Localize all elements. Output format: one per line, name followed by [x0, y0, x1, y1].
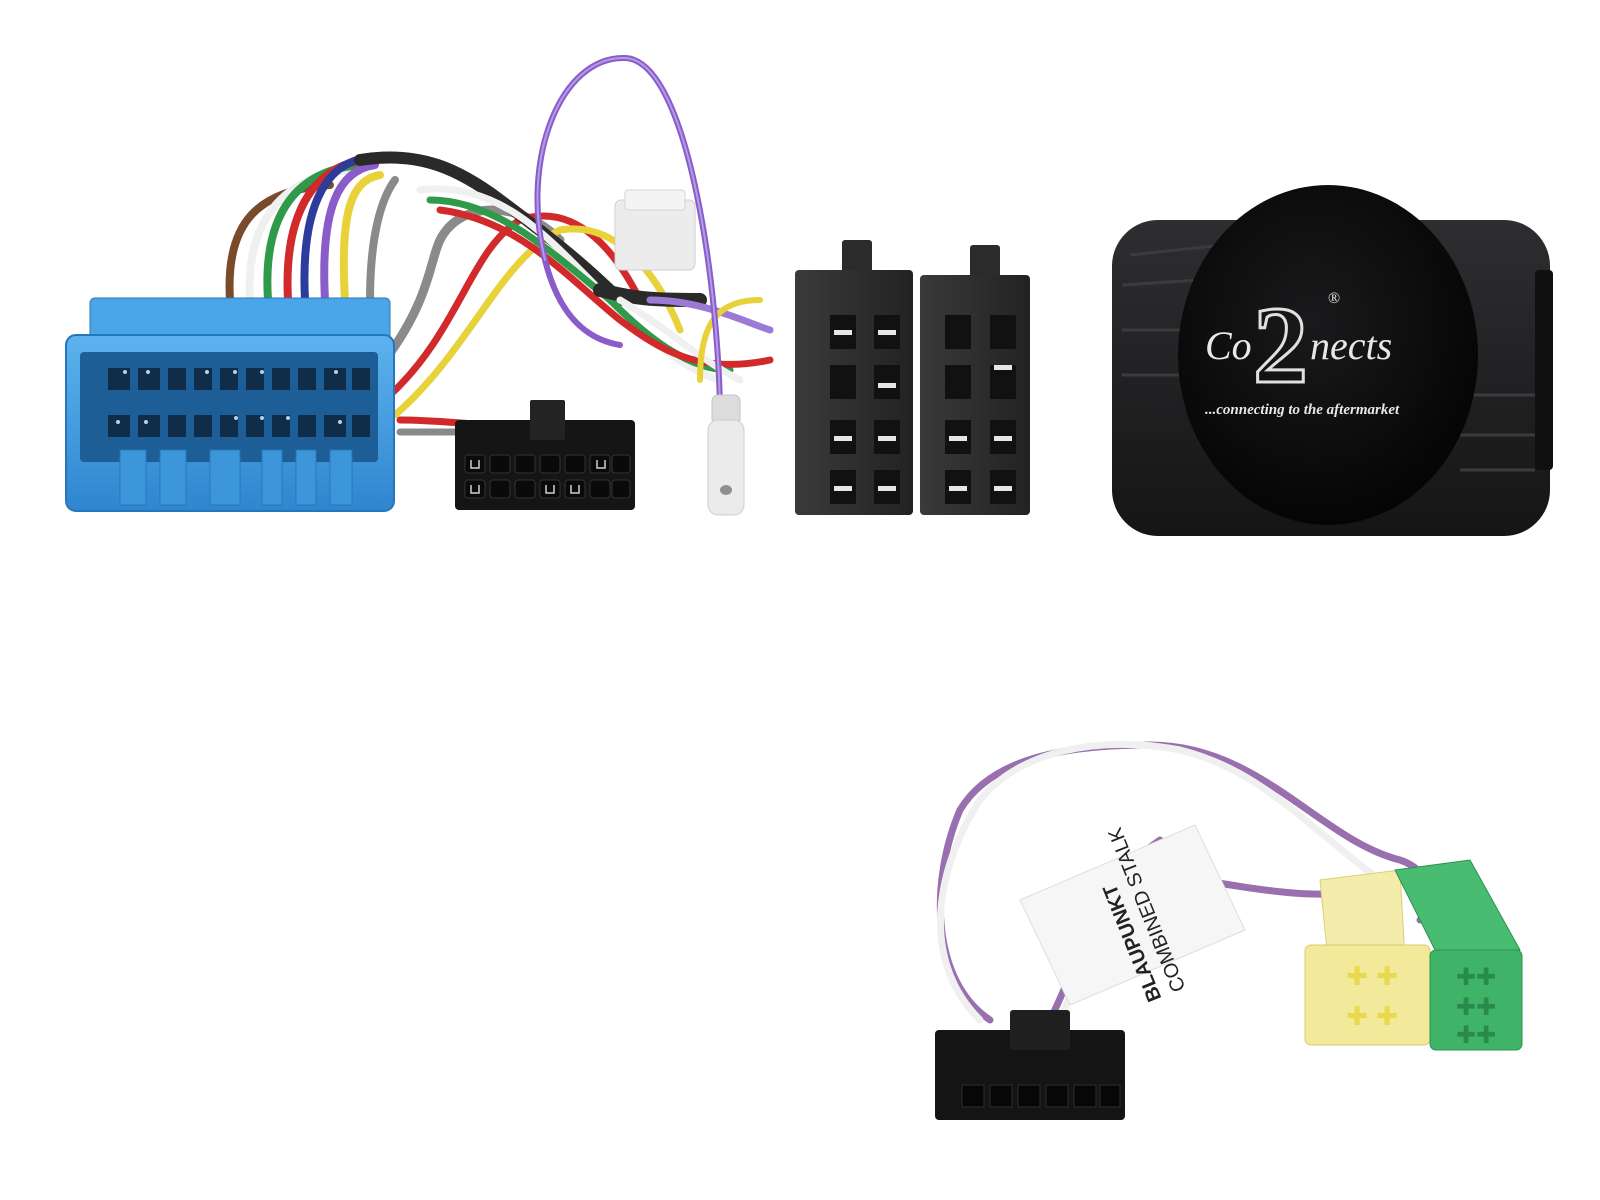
blue-vehicle-connector: [65, 297, 395, 512]
svg-text:✚ ✚: ✚ ✚: [1346, 1002, 1398, 1032]
iso-power-connector: [795, 240, 913, 515]
cable-label-sleeve: [1019, 824, 1246, 1006]
registered-mark: ®: [1328, 290, 1341, 307]
svg-text:✚✚: ✚✚: [1456, 993, 1496, 1021]
interface-module: [1112, 185, 1553, 536]
brand-suffix: nects: [1310, 323, 1393, 368]
iso-speaker-connector: [920, 245, 1030, 515]
brand-logo: Co 2 nects ®: [1205, 283, 1455, 408]
white-bullet-connector: [707, 394, 745, 516]
white-relay-housing: [614, 189, 696, 271]
brand-prefix: Co: [1205, 323, 1252, 368]
yellow-mini-iso-connector: ✚ ✚ ✚ ✚: [1304, 869, 1431, 1046]
brand-tagline: ...connecting to the aftermarket: [1205, 402, 1400, 418]
black-12pin-connector: [935, 1010, 1125, 1120]
svg-text:✚ ✚: ✚ ✚: [1346, 962, 1398, 992]
black-16pin-connector: [455, 400, 635, 510]
brand-number: 2: [1252, 283, 1310, 408]
svg-text:✚✚: ✚✚: [1456, 963, 1496, 991]
svg-text:✚✚: ✚✚: [1456, 1021, 1496, 1049]
green-mini-iso-connector: ✚✚ ✚✚ ✚✚: [1394, 859, 1523, 1051]
